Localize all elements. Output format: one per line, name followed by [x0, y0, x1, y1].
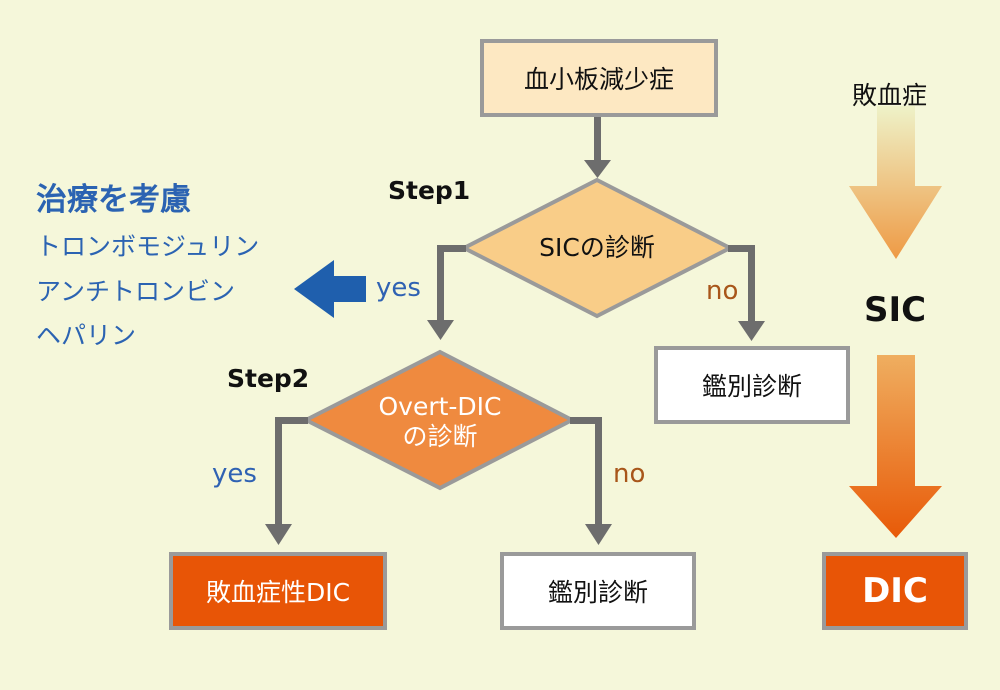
step1-no-label: no — [706, 276, 739, 306]
start-label: 血小板減少症 — [523, 65, 674, 94]
step2-decision-line1: Overt-DIC — [378, 392, 502, 421]
step1-decision-diamond — [459, 177, 735, 319]
differential-diagnosis-box-2: 鑑別診断 — [500, 552, 696, 630]
connector-start-to-step1 — [584, 117, 611, 178]
progression-arrow-sepsis-to-sic — [849, 106, 942, 259]
connector-step1-no — [728, 245, 765, 341]
start-box-thrombocytopenia: 血小板減少症 — [480, 39, 718, 117]
progression-dic-box: DIC — [822, 552, 968, 630]
step2-label: Step2 — [227, 364, 310, 393]
progression-sic-label: SIC — [864, 290, 927, 330]
step2-no-label: no — [613, 459, 646, 489]
step2-decision-diamond — [301, 349, 577, 491]
step1-label: Step1 — [388, 176, 471, 205]
step2-decision-line2: の診断 — [402, 422, 478, 451]
progression-sepsis-label: 敗血症 — [852, 81, 928, 110]
step1-yes-label: yes — [376, 273, 421, 303]
treatment-drug-item: トロンボモジュリン — [36, 232, 260, 261]
progression-arrow-sic-to-dic — [849, 355, 942, 538]
step2-yes-label: yes — [212, 459, 257, 489]
progression-dic-label: DIC — [862, 571, 928, 611]
differential-diagnosis-label-1: 鑑別診断 — [701, 372, 802, 401]
differential-diagnosis-label-2: 鑑別診断 — [547, 578, 648, 607]
treatment-arrow-icon — [294, 260, 366, 318]
step2-decision-text: Overt-DIC の診断 — [350, 392, 530, 452]
treatment-drug-item: ヘパリン — [36, 321, 137, 350]
sepsis-dic-box: 敗血症性DIC — [169, 552, 387, 630]
connector-step2-no — [570, 417, 612, 545]
differential-diagnosis-box-1: 鑑別診断 — [654, 346, 850, 424]
treatment-drug-item: アンチトロンビン — [36, 277, 236, 306]
connector-step2-yes — [265, 417, 308, 545]
treatment-title: 治療を考慮 — [36, 182, 191, 218]
sepsis-dic-label: 敗血症性DIC — [205, 578, 351, 607]
step1-decision-text: SICの診断 — [539, 233, 655, 262]
connector-step1-yes — [427, 245, 466, 340]
